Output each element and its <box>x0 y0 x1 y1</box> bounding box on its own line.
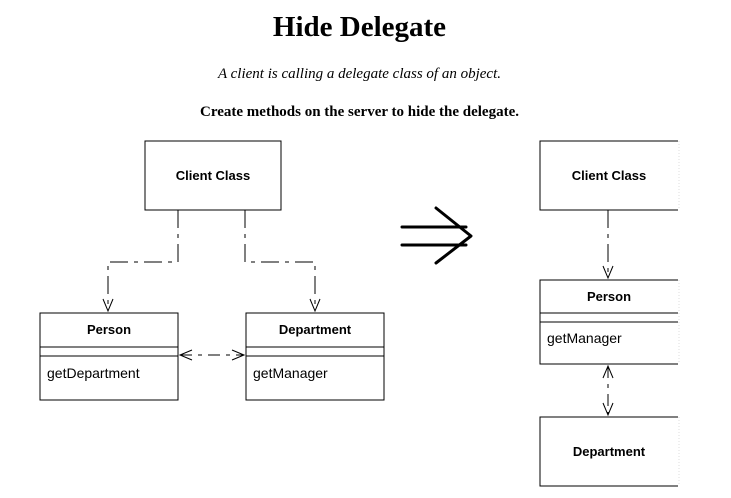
before-client-to-department-arrow <box>244 210 321 313</box>
after-person-class: Person getManager <box>539 279 680 365</box>
before-diagram: Client Class Person getDepartment Depart… <box>39 140 385 401</box>
before-department-method: getManager <box>253 365 328 381</box>
before-client-class: Client Class <box>144 140 282 211</box>
after-client-class-box <box>539 140 678 211</box>
page-title: Hide Delegate <box>272 11 447 43</box>
after-department-class: Department <box>539 416 680 487</box>
before-person-name: Person <box>87 322 131 337</box>
after-diagram: Client Class Person getManager Departmen… <box>539 140 680 487</box>
before-department-name: Department <box>279 322 352 337</box>
before-person-class: Person getDepartment <box>39 312 179 401</box>
page-subtitle: A client is calling a delegate class of … <box>217 66 501 82</box>
transformation-arrow-icon <box>400 206 473 265</box>
after-department-box <box>539 416 678 487</box>
before-person-method: getDepartment <box>47 365 140 381</box>
after-client-to-person-arrow <box>602 210 614 280</box>
after-client-class-name: Client Class <box>572 168 646 183</box>
after-person-method: getManager <box>547 330 622 346</box>
after-department-name: Department <box>573 444 646 459</box>
before-department-class: Department getManager <box>245 312 385 401</box>
before-client-to-person-arrow <box>102 210 179 313</box>
before-client-class-box <box>144 140 282 211</box>
after-person-department-link <box>602 364 614 417</box>
before-person-department-link <box>178 349 246 361</box>
instruction-text: Create methods on the server to hide the… <box>200 104 519 120</box>
after-person-name: Person <box>587 289 631 304</box>
after-client-class: Client Class <box>539 140 680 211</box>
before-client-class-name: Client Class <box>176 168 250 183</box>
